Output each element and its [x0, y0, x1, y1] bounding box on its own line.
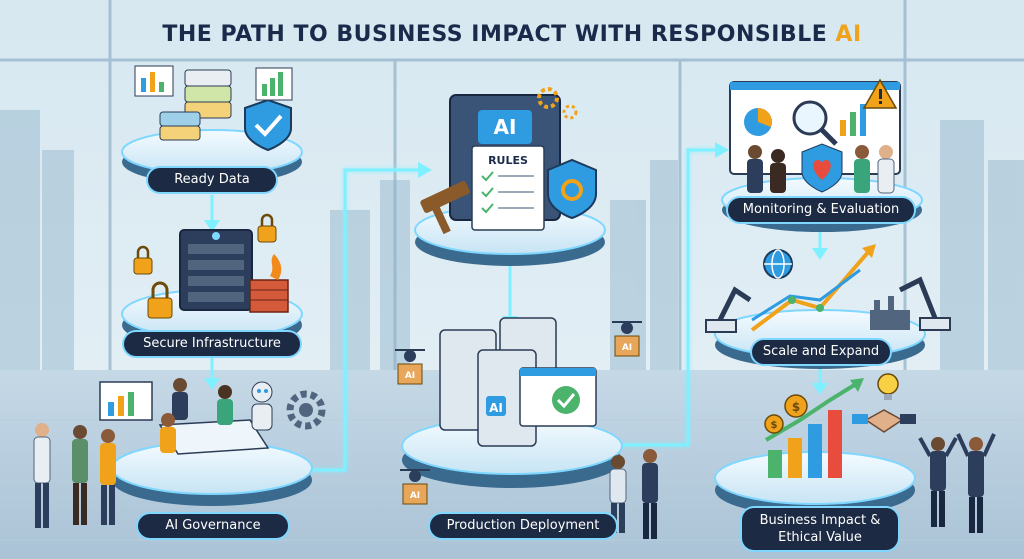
presentation-board-icon	[99, 381, 153, 421]
server-rack-icon	[179, 229, 253, 311]
gavel-icon	[420, 181, 470, 235]
drone-box-label: AI	[622, 343, 632, 353]
people-icon	[747, 145, 895, 194]
drone-delivery-icon: AI	[612, 321, 642, 357]
padlock-icon	[133, 245, 153, 275]
stage-label-ai-governance: AI Governance	[138, 514, 288, 538]
stage-ai-rules: AI RULES	[414, 87, 606, 266]
stage-ai-governance	[33, 378, 326, 528]
window-frames	[0, 0, 1024, 380]
flow-arrows	[204, 142, 828, 472]
rules-label: RULES	[488, 154, 528, 167]
stage-label-ready-data: Ready Data	[148, 168, 276, 192]
stage-label-business-impact: Business Impact & Ethical Value	[742, 508, 898, 550]
title-main: THE PATH TO BUSINESS IMPACT WITH RESPONS…	[162, 22, 828, 47]
coin-icon: $ $	[764, 394, 808, 434]
stage-secure-infrastructure	[121, 213, 303, 349]
check-window-icon	[519, 367, 597, 427]
svg-text:$: $	[771, 420, 778, 431]
gear-icon	[286, 390, 326, 430]
svg-text:$: $	[792, 400, 800, 414]
people-celebrating-icon	[918, 433, 996, 533]
magnifier-icon	[792, 100, 838, 146]
padlock-icon	[147, 281, 173, 319]
page-title: THE PATH TO BUSINESS IMPACT WITH RESPONS…	[0, 22, 1024, 47]
stage-production-deployment: AI AI AI AI	[395, 317, 658, 539]
stage-label-secure-infrastructure: Secure Infrastructure	[124, 332, 300, 356]
bar-chart-icon	[255, 67, 293, 101]
stage-label-business-impact-line1: Business Impact &	[759, 513, 881, 528]
people-icon	[160, 378, 233, 453]
shield-gear-icon	[547, 158, 597, 220]
drone-delivery-icon: AI	[395, 349, 425, 385]
document-chart-icon	[134, 65, 174, 97]
warning-icon	[862, 78, 898, 109]
robot-arm-icon	[705, 276, 951, 333]
drone-delivery-icon: AI	[400, 469, 430, 505]
cluster-ai-badge: AI	[489, 401, 503, 415]
bar-chart-icon	[764, 378, 864, 478]
stage-business-impact: $ $	[714, 373, 996, 533]
drone-box-label: AI	[410, 491, 420, 501]
firewall-icon	[249, 254, 289, 313]
globe-icon	[763, 249, 793, 279]
robot-icon	[251, 381, 273, 431]
stage-label-monitoring-evaluation: Monitoring & Evaluation	[728, 198, 914, 222]
stage-label-business-impact-line2: Ethical Value	[778, 530, 862, 545]
people-standing-icon	[609, 449, 658, 539]
drone-box-label: AI	[405, 371, 415, 381]
title-accent: AI	[835, 22, 862, 47]
stage-label-production-deployment: Production Deployment	[430, 514, 616, 538]
database-stack-icon	[159, 69, 232, 141]
growth-chart-icon	[750, 244, 876, 332]
gears-icon	[537, 87, 578, 120]
lightbulb-icon	[877, 373, 899, 400]
server-ai-badge: AI	[494, 115, 517, 139]
stage-label-scale-and-expand: Scale and Expand	[752, 340, 890, 364]
handshake-icon	[852, 409, 916, 433]
shield-check-icon	[244, 98, 292, 152]
factory-icon	[870, 296, 910, 330]
people-standing-icon	[33, 423, 116, 528]
rules-document-icon: RULES	[471, 145, 545, 231]
heart-shield-icon	[801, 143, 843, 193]
padlock-icon	[257, 213, 277, 243]
